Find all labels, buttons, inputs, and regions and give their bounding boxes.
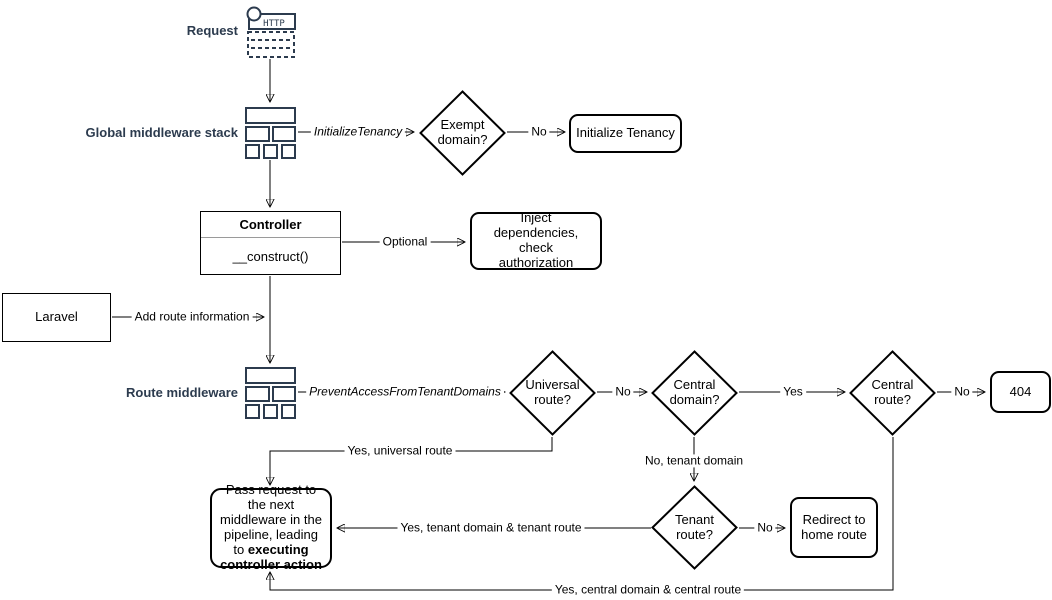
edge-label-add-route-information: Add route information <box>131 310 253 324</box>
decision-tenant-route-label: Tenant route? <box>674 511 715 542</box>
edge-label-central-route-no: No <box>951 385 973 399</box>
decision-exempt-domain: Exempt domain? <box>419 90 506 176</box>
node-controller: Controller __construct() <box>200 211 341 275</box>
node-404: 404 <box>990 371 1051 413</box>
edge-label-yes-universal-route: Yes, universal route <box>344 444 456 458</box>
middleware-stack-icon <box>245 106 297 165</box>
http-request-icon: HTTP <box>245 5 297 64</box>
decision-central-domain: Central domain? <box>651 350 738 436</box>
stage-label-route-middleware: Route middleware <box>126 385 238 400</box>
decision-tenant-route: Tenant route? <box>651 485 738 570</box>
edge-label-prevent-access: PreventAccessFromTenantDomains <box>306 385 504 399</box>
node-pass-request-bold-text: executing controller action <box>220 541 322 572</box>
decision-central-route-label: Central route? <box>871 377 914 407</box>
node-pass-request-text: Pass request to the next middleware in t… <box>220 482 322 572</box>
decision-universal-route: Universal route? <box>509 350 596 436</box>
stage-label-global-middleware-stack: Global middleware stack <box>85 125 238 140</box>
node-controller-title: Controller <box>201 212 340 238</box>
node-laravel: Laravel <box>2 293 111 342</box>
node-redirect-home-route: Redirect to home route <box>790 497 878 558</box>
decision-central-route: Central route? <box>849 350 936 436</box>
edge-label-initialize-tenancy: InitializeTenancy <box>310 125 406 139</box>
edge-label-exempt-no: No <box>528 125 550 139</box>
edge-label-universal-no: No <box>612 385 634 399</box>
node-controller-method: __construct() <box>232 248 309 264</box>
edge-label-yes-central-route: Yes, central domain & central route <box>551 583 745 597</box>
decision-universal-route-label: Universal route? <box>525 377 580 407</box>
decision-central-domain-label: Central domain? <box>669 377 720 407</box>
edge-label-no-tenant-domain: No, tenant domain <box>641 454 747 468</box>
edge-label-tenant-no: No <box>754 521 776 535</box>
node-inject-dependencies: Inject dependencies, check authorization <box>470 210 602 270</box>
edge-label-yes-tenant-route: Yes, tenant domain & tenant route <box>397 521 585 535</box>
decision-exempt-domain-label: Exempt domain? <box>437 117 488 147</box>
stage-label-request: Request <box>186 23 238 38</box>
http-label: HTTP <box>263 19 285 29</box>
edge-label-central-domain-yes: Yes <box>780 385 806 399</box>
route-middleware-stack-icon <box>245 366 297 425</box>
edge-label-optional: Optional <box>379 235 431 249</box>
node-pass-request: Pass request to the next middleware in t… <box>210 482 332 572</box>
node-initialize-tenancy: Initialize Tenancy <box>569 114 682 153</box>
